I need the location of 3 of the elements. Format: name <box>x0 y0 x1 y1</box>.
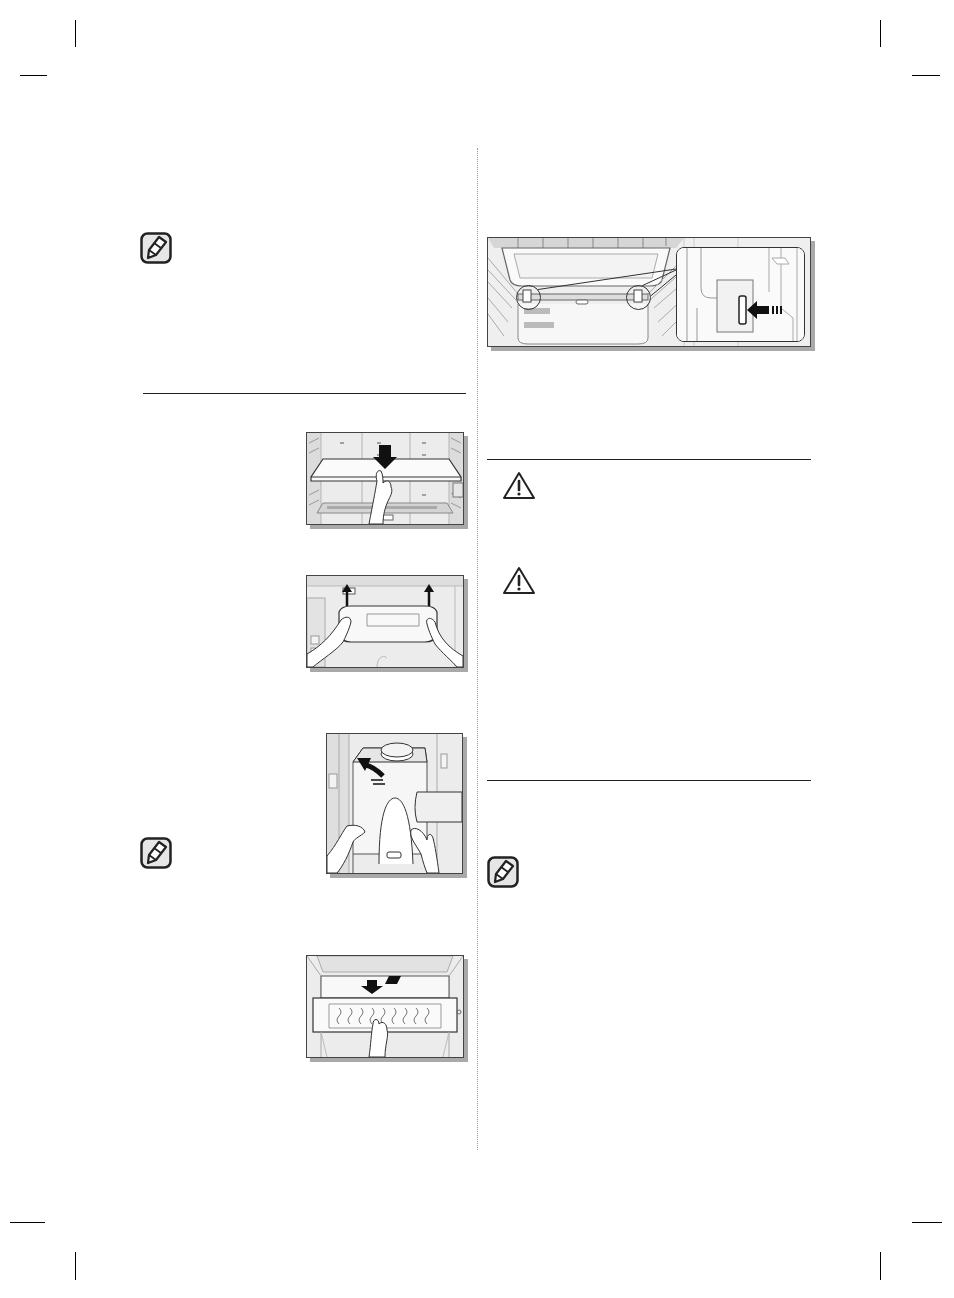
leader-line <box>641 269 677 297</box>
magnified-detail-drawing <box>676 247 805 342</box>
leader-line <box>537 268 677 290</box>
